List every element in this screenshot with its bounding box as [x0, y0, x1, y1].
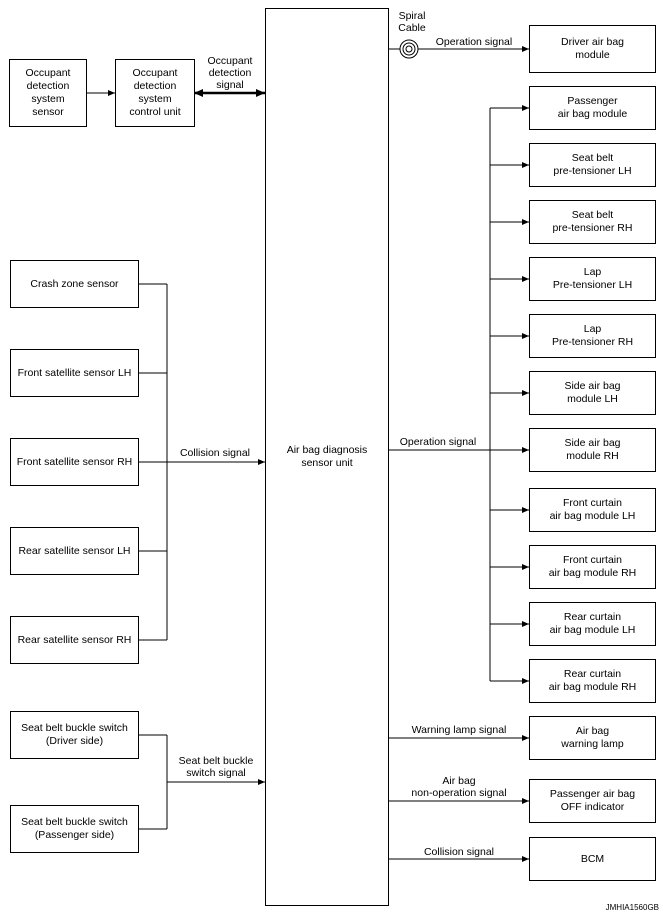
spiral-cable-icon	[399, 39, 419, 59]
airbag-warning-lamp-box: Air bag warning lamp	[529, 716, 656, 760]
bcm-box: BCM	[529, 837, 656, 881]
crash-zone-sensor-box: Crash zone sensor	[10, 260, 139, 308]
front-curtain-airbag-rh-box: Front curtain air bag module RH	[529, 545, 656, 589]
rear-satellite-sensor-lh-box: Rear satellite sensor LH	[10, 527, 139, 575]
occupant-detection-control-unit-box: Occupant detection system control unit	[115, 59, 195, 127]
passenger-airbag-module-box: Passenger air bag module	[529, 86, 656, 130]
figure-id: JMHIA1560GB	[605, 903, 659, 912]
collision-signal-in-label: Collision signal	[179, 447, 251, 459]
side-airbag-module-lh-box: Side air bag module LH	[529, 371, 656, 415]
lap-pretensioner-rh-box: Lap Pre-tensioner RH	[529, 314, 656, 358]
front-curtain-airbag-lh-box: Front curtain air bag module LH	[529, 488, 656, 532]
occupant-detection-sensor-box: Occupant detection system sensor	[9, 59, 87, 127]
non-operation-signal-label: Air bag non-operation signal	[411, 775, 507, 799]
buckle-switch-passenger-box: Seat belt buckle switch (Passenger side)	[10, 805, 139, 853]
passenger-airbag-off-indicator-box: Passenger air bag OFF indicator	[529, 779, 656, 823]
front-satellite-sensor-rh-box: Front satellite sensor RH	[10, 438, 139, 486]
seat-belt-pretensioner-lh-box: Seat belt pre-tensioner LH	[529, 143, 656, 187]
rear-curtain-airbag-rh-box: Rear curtain air bag module RH	[529, 659, 656, 703]
buckle-switch-signal-label: Seat belt buckle switch signal	[178, 755, 254, 779]
driver-airbag-module-box: Driver air bag module	[529, 25, 656, 73]
bcm-collision-signal-label: Collision signal	[423, 846, 495, 858]
seat-belt-pretensioner-rh-box: Seat belt pre-tensioner RH	[529, 200, 656, 244]
rear-satellite-sensor-rh-box: Rear satellite sensor RH	[10, 616, 139, 664]
driver-operation-signal-label: Operation signal	[435, 36, 513, 48]
airbag-diagnosis-sensor-unit: Air bag diagnosis sensor unit	[265, 8, 389, 906]
front-satellite-sensor-lh-box: Front satellite sensor LH	[10, 349, 139, 397]
operation-signal-label: Operation signal	[399, 436, 477, 448]
warning-lamp-signal-label: Warning lamp signal	[411, 724, 507, 736]
rear-curtain-airbag-lh-box: Rear curtain air bag module LH	[529, 602, 656, 646]
lap-pretensioner-lh-box: Lap Pre-tensioner LH	[529, 257, 656, 301]
occupant-detection-signal-label: Occupant detection signal	[207, 55, 253, 91]
side-airbag-module-rh-box: Side air bag module RH	[529, 428, 656, 472]
buckle-switch-driver-box: Seat belt buckle switch (Driver side)	[10, 711, 139, 759]
spiral-cable-label: Spiral Cable	[398, 10, 426, 34]
